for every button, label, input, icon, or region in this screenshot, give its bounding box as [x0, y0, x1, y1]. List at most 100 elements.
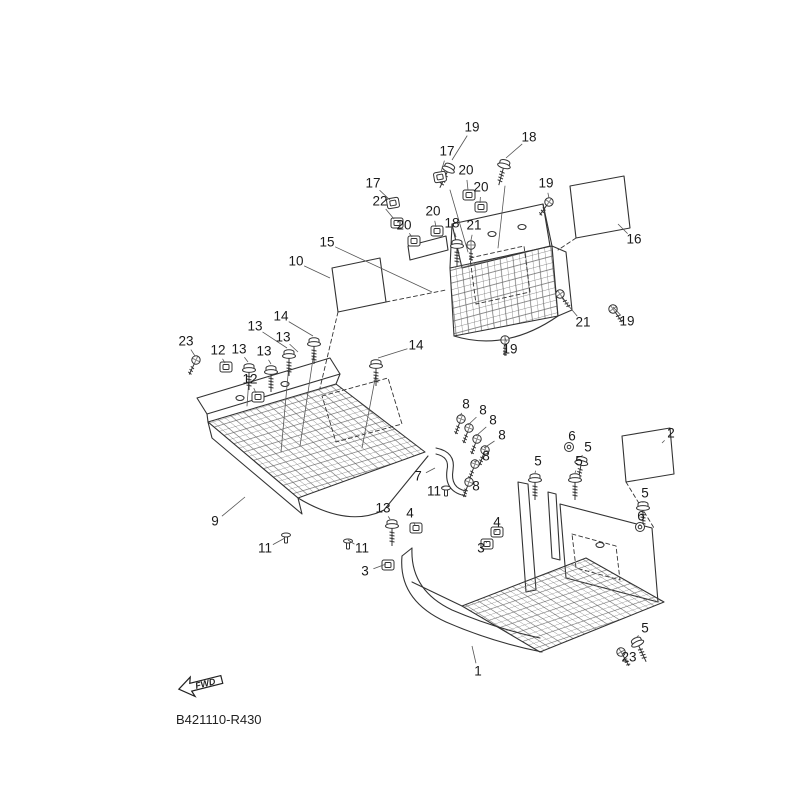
callout-label: 11: [427, 484, 441, 499]
leader-line: [425, 467, 436, 474]
plate-2: [621, 427, 675, 483]
callout-label: 20: [473, 180, 488, 195]
callout-label: 5: [584, 440, 592, 455]
leader-line: [288, 321, 314, 337]
screw-part-icon: [459, 422, 475, 445]
leader-line: [385, 208, 395, 220]
bolt-part-icon: [568, 473, 582, 501]
leader-line: [289, 343, 299, 353]
clip-part-icon: [474, 201, 488, 213]
callout-label: 5: [534, 454, 542, 469]
callout-label: 7: [414, 469, 422, 484]
leader-line: [451, 135, 468, 161]
leader-line: [441, 485, 446, 489]
washer-part-icon: [635, 522, 645, 532]
callout-label: 5: [641, 621, 649, 636]
callout-label: 1: [474, 664, 482, 679]
rivet-part-icon: [281, 532, 291, 544]
callout-label: 19: [538, 176, 553, 191]
leader-line: [244, 356, 249, 363]
callout-label: 14: [273, 309, 289, 324]
leader-line: [483, 440, 495, 449]
callout-label: 3: [477, 541, 485, 556]
callout-label: 11: [355, 541, 369, 556]
callout-label: 16: [626, 232, 641, 247]
leader-line: [580, 454, 583, 458]
callout-label: 2: [667, 426, 675, 441]
leader-line: [221, 496, 246, 517]
footrest-assembly-left: [196, 351, 429, 518]
screw-part-icon: [465, 458, 481, 481]
callout-label: 19: [464, 120, 479, 135]
leader-line: [473, 460, 478, 463]
leader-line: [379, 189, 391, 201]
leader-line: [347, 539, 355, 545]
callout-label: 8: [462, 397, 470, 412]
callout-label: 20: [396, 218, 411, 233]
callout-label: 20: [458, 163, 473, 178]
diagram-line-art: [196, 175, 675, 653]
diagram-code: B421110-R430: [176, 712, 262, 727]
callout-label: 20: [425, 204, 440, 219]
leader-line: [661, 440, 665, 444]
callout-label: 13: [375, 501, 390, 516]
leader-line: [504, 337, 507, 342]
leader-line: [272, 537, 286, 546]
clip-part-icon: [251, 391, 265, 403]
callout-label: 17: [439, 144, 454, 159]
callout-label: 10: [288, 254, 303, 269]
leader-line: [262, 331, 288, 349]
clip-part-icon: [409, 522, 423, 534]
leader-line: [190, 349, 196, 357]
leader-line: [534, 470, 537, 474]
callout-label: 13: [247, 319, 262, 334]
leader-line: [574, 470, 577, 474]
bolt-part-icon: [492, 157, 513, 188]
callout-label: 14: [408, 338, 424, 353]
leader-line: [470, 234, 473, 241]
callout-label: 13: [275, 330, 290, 345]
callout-label: 6: [637, 509, 645, 524]
plate-16: [569, 175, 631, 239]
leader-line: [617, 223, 628, 234]
leader-line: [413, 522, 416, 526]
bolt-part-icon: [385, 519, 399, 547]
leader-line: [387, 516, 391, 520]
clip-part-icon: [407, 235, 421, 247]
callout-label: 5: [641, 486, 649, 501]
fwd-label: FWD: [194, 676, 217, 691]
rivet-part-icon: [343, 538, 353, 550]
clip-part-icon: [430, 225, 444, 237]
leader-line: [612, 306, 622, 316]
leader-line: [377, 348, 408, 359]
callout-label: 8: [472, 479, 480, 494]
leader-line: [334, 246, 433, 293]
callout-label: 8: [479, 403, 487, 418]
leader-line: [467, 416, 477, 426]
callout-label: 8: [489, 413, 497, 428]
leader-line: [505, 143, 523, 159]
callout-label: 21: [575, 315, 590, 330]
leader-line: [471, 645, 477, 664]
callout-label: 8: [498, 428, 506, 443]
leader-line: [373, 563, 387, 570]
bolt-part-icon: [528, 473, 542, 501]
callout-label: 6: [568, 429, 576, 444]
callout-label: 8: [482, 449, 490, 464]
callout-label: 17: [365, 176, 380, 191]
callout-label: 18: [444, 216, 459, 231]
leader-line: [561, 297, 578, 317]
screw-part-icon: [451, 413, 467, 436]
bolt-part-icon: [307, 337, 321, 365]
callout-label: 19: [502, 342, 517, 357]
callout-label: 15: [319, 235, 334, 250]
callout-label: 9: [211, 514, 219, 529]
leader-line: [466, 179, 469, 191]
leader-line: [440, 160, 445, 173]
callout-label: 4: [406, 506, 414, 521]
callout-label: 18: [521, 130, 536, 145]
callout-label: 23: [621, 650, 636, 665]
footrest-assembly-bottom: [401, 481, 665, 653]
